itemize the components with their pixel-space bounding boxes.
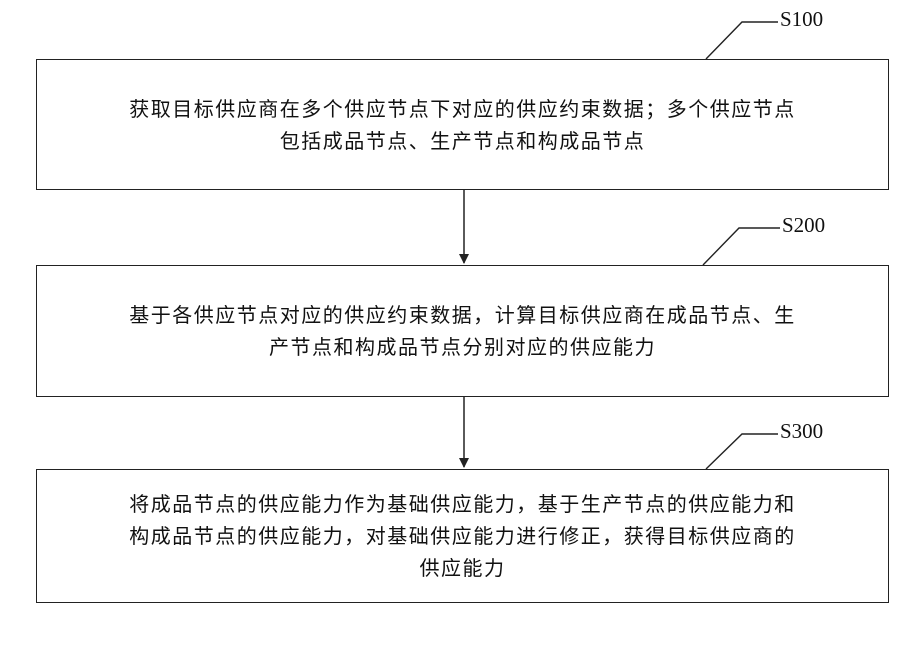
- step-label-s200: S200: [782, 213, 825, 238]
- step-box-s200: 基于各供应节点对应的供应约束数据，计算目标供应商在成品节点、生 产节点和构成品节…: [36, 265, 889, 397]
- step-label-s300: S300: [780, 419, 823, 444]
- step-box-s300: 将成品节点的供应能力作为基础供应能力，基于生产节点的供应能力和 构成品节点的供应…: [36, 469, 889, 603]
- step-text-s100: 获取目标供应商在多个供应节点下对应的供应约束数据；多个供应节点 包括成品节点、生…: [129, 93, 796, 157]
- s100-leader-line: [706, 22, 778, 59]
- s200-leader-line: [703, 228, 780, 265]
- step-text-s300: 将成品节点的供应能力作为基础供应能力，基于生产节点的供应能力和 构成品节点的供应…: [129, 488, 796, 584]
- step-text-s200: 基于各供应节点对应的供应约束数据，计算目标供应商在成品节点、生 产节点和构成品节…: [129, 299, 796, 363]
- s300-leader-line: [706, 434, 778, 469]
- step-label-s100: S100: [780, 7, 823, 32]
- step-box-s100: 获取目标供应商在多个供应节点下对应的供应约束数据；多个供应节点 包括成品节点、生…: [36, 59, 889, 190]
